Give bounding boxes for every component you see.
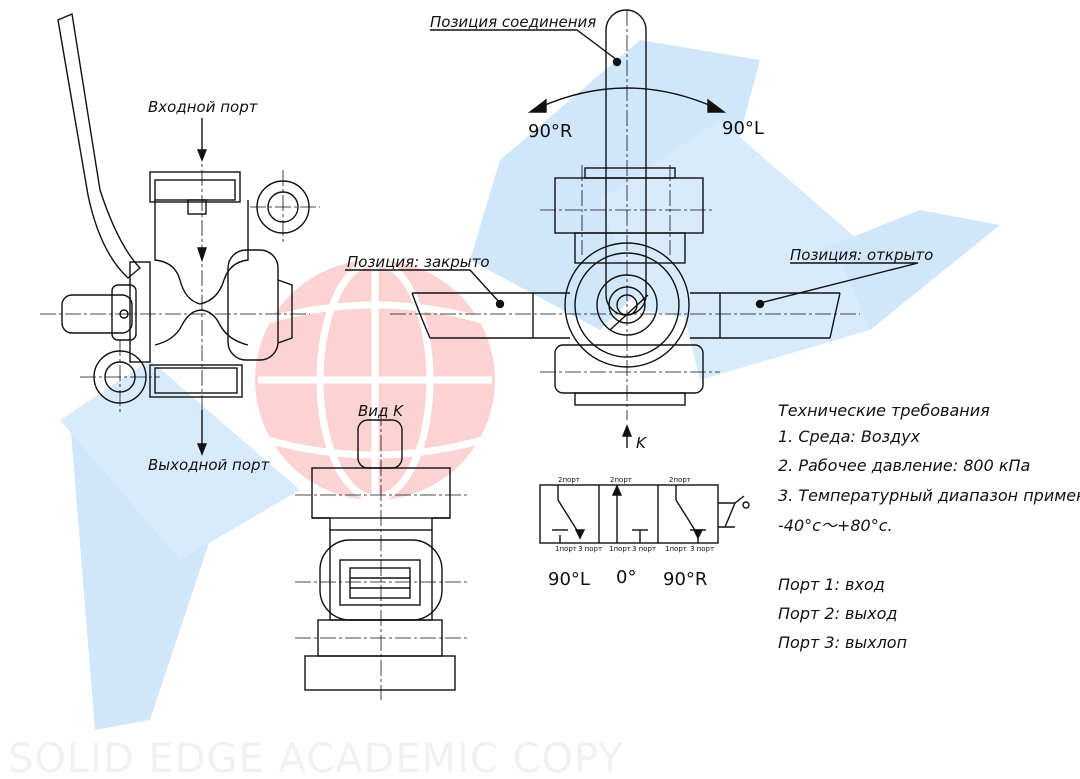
view-k-label: Вид K: [358, 402, 404, 420]
symbol-port2-center: 2порт: [610, 476, 632, 484]
view-k-valve: [295, 410, 468, 700]
symbol-port2-right: 2порт: [669, 476, 691, 484]
symbol-arrowhead: [574, 529, 586, 540]
symbol-port1-center: 1порт: [609, 545, 631, 553]
inlet-port-label: Входной порт: [148, 98, 259, 116]
watermark-text: SOLID EDGE ACADEMIC COPY: [8, 736, 624, 779]
outlet-port-label: Выходной порт: [148, 456, 271, 474]
symbol-position-left: 90°L: [548, 569, 590, 590]
left-view-valve: [40, 13, 320, 450]
k-arrow-label: K: [636, 434, 647, 452]
port-description: Порт 2: выход: [778, 604, 897, 623]
open-dot: [755, 299, 765, 309]
connection-position-label: Позиция соединения: [430, 13, 596, 31]
requirement-item: -40°c～+80°c.: [778, 516, 893, 535]
open-position-label: Позиция: открыто: [790, 246, 933, 264]
logo-blue-stroke: [470, 40, 760, 330]
pneumatic-symbol: [539, 484, 745, 544]
symbol-arrowhead: [692, 529, 704, 540]
symbol-arrowhead: [611, 484, 623, 496]
actuator-pivot: [742, 501, 750, 509]
logo-blue-stroke: [680, 260, 870, 380]
symbol-position-right: 90°R: [663, 569, 707, 590]
symbol-port3-right: 3 порт: [690, 545, 714, 553]
symbol-port3-left: 3 порт: [578, 545, 602, 553]
view-k-arrowhead: [621, 424, 633, 437]
swing-arrow-left: [527, 98, 547, 113]
symbol-position-center: 0°: [616, 567, 636, 588]
outlet-arrowhead: [196, 443, 208, 456]
closed-dot: [495, 299, 505, 309]
angle-right-label: 90°R: [528, 121, 572, 142]
requirements-title: Технические требования: [778, 401, 990, 420]
requirement-item: 1. Среда: Воздух: [778, 427, 921, 446]
angle-left-label: 90°L: [722, 118, 764, 139]
logo-blue-stroke: [820, 210, 1000, 330]
symbol-port1-right: 1порт: [665, 545, 687, 553]
flow-arrowhead: [197, 247, 207, 263]
inlet-arrowhead: [196, 149, 208, 162]
requirement-item: 2. Рабочее давление: 800 кПа: [778, 456, 1030, 475]
port-description: Порт 3: выхлоп: [778, 633, 907, 652]
top-view-valve: [345, 9, 919, 448]
requirement-item: 3. Температурный диапазон применения:: [778, 486, 1080, 505]
swing-arrow-right: [707, 98, 727, 113]
symbol-port3-center: 3 порт: [632, 545, 656, 553]
closed-position-label: Позиция: закрыто: [347, 253, 490, 271]
port-description: Порт 1: вход: [778, 575, 885, 594]
lever-dot: [612, 57, 622, 67]
symbol-port1-left: 1порт: [555, 545, 577, 553]
symbol-port2-left: 2порт: [558, 476, 580, 484]
logo-watermark: [60, 40, 1000, 730]
